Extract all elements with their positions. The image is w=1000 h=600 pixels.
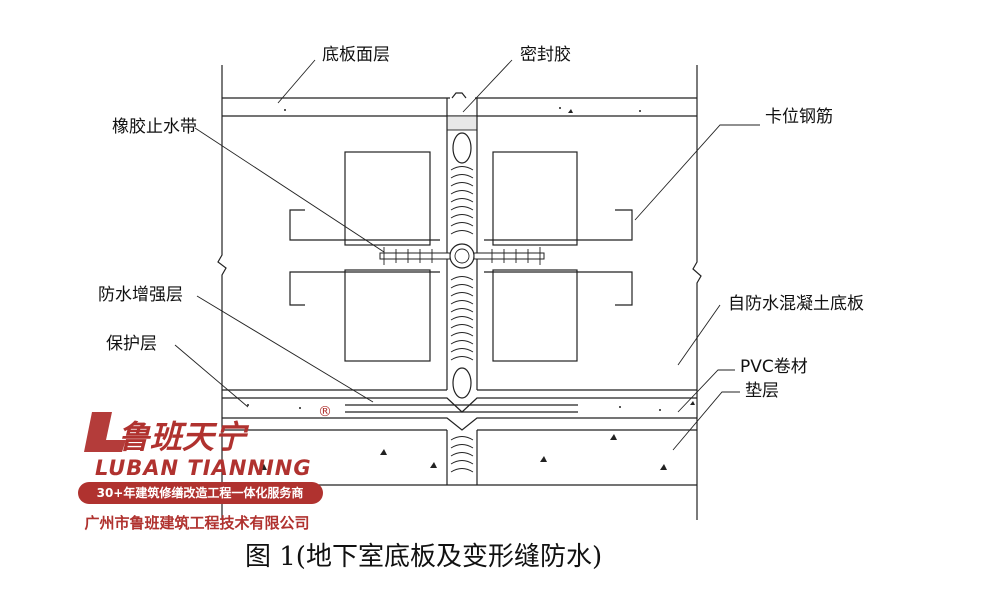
locating-rebars [289,209,633,306]
label-floor-finish: 底板面层 [322,45,390,65]
figure-caption: 图 1(地下室底板及变形缝防水) [245,542,602,572]
slab-boundaries [217,65,702,520]
logo-company: 广州市鲁班建筑工程技术有限公司 [84,514,309,532]
joint-filler-upper [450,166,474,235]
logo-tagline-bg [78,482,323,504]
rebar-cages [344,151,578,362]
logo-registered: ® [318,404,332,420]
label-locating-rebar: 卡位钢筋 [765,107,833,127]
backer-rod-top [452,132,472,164]
joint-filler-lower [450,276,474,361]
leader-lines [174,59,760,451]
label-sealant: 密封胶 [520,45,571,65]
logo-brand-cn: 鲁班天宁 [118,418,250,456]
label-cushion-layer: 垫层 [745,381,779,401]
logo-mark [84,412,126,452]
sealant [446,92,478,131]
rubber-waterstop [379,243,545,269]
joint-walls [446,98,478,485]
label-waterproof-concrete-slab: 自防水混凝土底板 [728,294,864,314]
backer-rod-bottom [452,367,472,399]
label-pvc-membrane: PVC卷材 [740,357,808,377]
aggregate-marks [247,107,695,470]
floor-finish-layer [222,97,697,117]
logo-tagline: 30+年建筑修缮改造工程一体化服务商 [97,485,304,500]
label-protection-layer: 保护层 [106,334,157,354]
label-rubber-waterstop: 橡胶止水带 [112,117,197,137]
joint-filler-base [450,436,474,473]
logo-brand-en: LUBAN TIANNING [95,456,312,480]
company-logo: 鲁班天宁 ® LUBAN TIANNING 30+年建筑修缮改造工程一体化服务商… [78,404,332,532]
label-waterproof-reinforce: 防水增强层 [98,285,183,305]
